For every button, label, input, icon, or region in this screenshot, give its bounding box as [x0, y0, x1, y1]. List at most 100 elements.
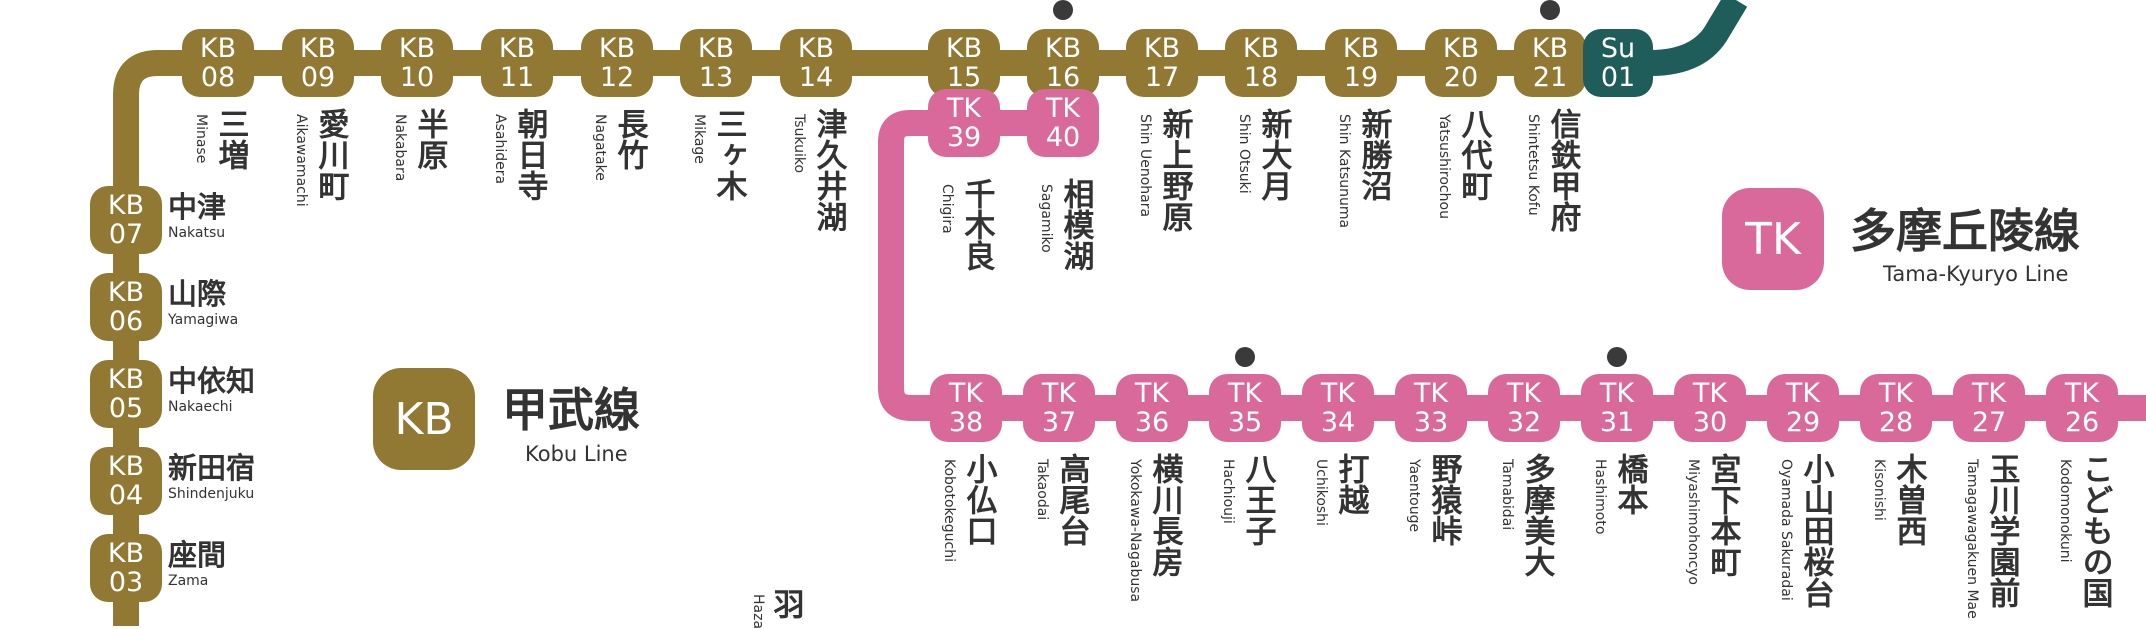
station-name-en-tk28: Kisonishi [1871, 459, 1887, 521]
station-code-number: 35 [1227, 407, 1263, 438]
station-name-ja-kb19: 新勝沼 [1355, 108, 1392, 201]
station-name-ja-kb10: 半原 [411, 108, 448, 170]
station-name-en-tk40: Sagamiko [1038, 184, 1054, 253]
station-code-prefix: TK [1506, 378, 1542, 409]
station-name-en-tk39: Chigira [939, 184, 955, 234]
su-line-track [1649, 0, 1748, 76]
station-name-en-tk27: Tamagawagakuen Mae [1964, 459, 1980, 619]
transfer-dot-tk35 [1235, 347, 1255, 367]
station-name-ja-tk38: 小仏口 [960, 453, 997, 546]
station-name-en-tk38: Kobotokeguchi [941, 459, 957, 562]
station-code-number: 20 [1443, 62, 1479, 93]
station-name-ja-kb21: 信鉄甲府 [1544, 108, 1581, 232]
station-code-number: 32 [1506, 407, 1542, 438]
station-code-number: 33 [1413, 407, 1449, 438]
station-code-prefix: TK [1413, 378, 1449, 409]
station-code-prefix: KB [107, 364, 145, 395]
station-name-en-kb14: Tsukuiko [791, 114, 807, 174]
station-name-en-kb06: Yamagiwa [168, 312, 239, 328]
station-name-ja-tk32: 多摩美大 [1518, 453, 1555, 577]
station-code-number: 28 [1878, 407, 1914, 438]
station-code-number: 26 [2064, 407, 2100, 438]
station-code-prefix: KB [398, 33, 436, 64]
station-code-number: 01 [1600, 62, 1636, 93]
station-name-en-kb11: Asahidera [492, 114, 508, 185]
station-code-prefix: KB [199, 33, 237, 64]
station-code-prefix: KB [1044, 33, 1082, 64]
station-code-number: 09 [300, 62, 336, 93]
station-name-en-kb08: Minase [193, 114, 209, 164]
station-code-prefix: TK [1692, 378, 1728, 409]
tama-kyuryo-line-name-en: Tama-Kyuryo Line [1883, 262, 2069, 286]
station-name-ja-kb05: 中依知 [168, 364, 256, 398]
station-code-prefix: KB [1531, 33, 1569, 64]
station-name-ja-kb14: 津久井湖 [810, 108, 847, 232]
station-name-en-kb07: Nakatsu [168, 225, 226, 241]
station-name-ja-kb17: 新上野原 [1156, 108, 1193, 232]
station-name-en-kb18: Shin Otsuki [1236, 114, 1252, 194]
station-name-en-kb10: Nakabara [392, 114, 408, 182]
station-name-ja-kb13: 三ヶ木 [710, 108, 747, 201]
station-name-ja-kb04: 新田宿 [168, 451, 256, 485]
station-code-prefix: KB [945, 33, 983, 64]
station-code-number: 34 [1320, 407, 1356, 438]
station-code-prefix: KB [1143, 33, 1181, 64]
kobu-line-name-ja: 甲武線 [502, 383, 640, 437]
station-code-number: 15 [946, 62, 982, 93]
station-code-prefix: KB [107, 451, 145, 482]
station-code-number: 40 [1045, 122, 1081, 153]
station-name-en-partial: Haza [750, 594, 766, 629]
station-name-en-kb04: Shindenjuku [168, 486, 255, 502]
station-name-ja-partial: 羽 [767, 588, 804, 619]
station-name-en-tk36: Yokokawa-Nagabusa [1127, 459, 1143, 603]
station-name-ja-kb07: 中津 [168, 190, 227, 224]
station-name-ja-kb20: 八代町 [1455, 108, 1492, 201]
station-name-ja-tk37: 高尾台 [1053, 453, 1090, 546]
station-name-ja-tk29: 小山田桜台 [1797, 453, 1834, 608]
station-name-ja-tk31: 橋本 [1611, 453, 1648, 515]
station-code-prefix: TK [2064, 378, 2100, 409]
station-name-en-tk37: Takaodai [1034, 459, 1050, 521]
station-code-prefix: KB [697, 33, 735, 64]
transfer-dot-tk31 [1607, 347, 1627, 367]
station-code-number: 19 [1343, 62, 1379, 93]
station-code-prefix: KB [107, 277, 145, 308]
station-name-ja-tk40: 相模湖 [1057, 178, 1094, 271]
station-code-number: 39 [946, 122, 982, 153]
